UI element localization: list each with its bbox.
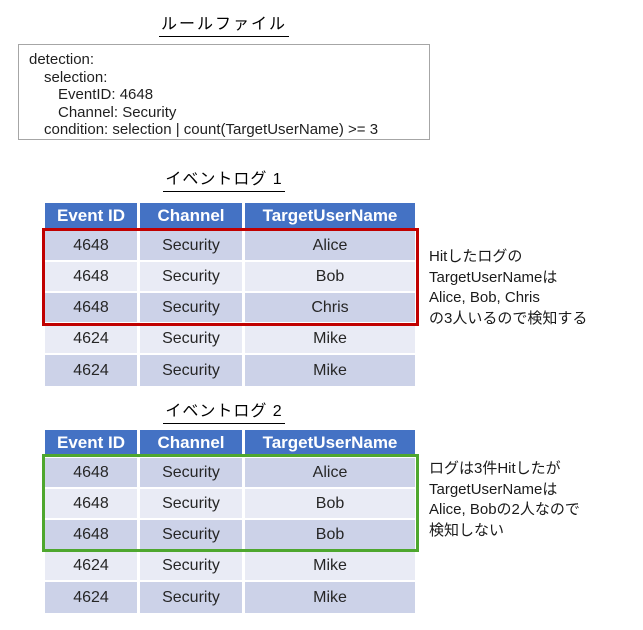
table-row: 4624 Security Mike (45, 324, 415, 355)
cell-channel: Security (140, 489, 245, 520)
annotation-line: Hitしたログの (429, 248, 523, 265)
cell-event-id: 4648 (45, 231, 140, 262)
cell-channel: Security (140, 231, 245, 262)
rule-file-box: detection: selection: EventID: 4648 Chan… (18, 44, 430, 140)
column-header-targetusername: TargetUserName (245, 203, 415, 231)
cell-channel: Security (140, 582, 245, 613)
cell-event-id: 4624 (45, 582, 140, 613)
cell-targetusername: Alice (245, 458, 415, 489)
cell-channel: Security (140, 551, 245, 582)
cell-event-id: 4648 (45, 458, 140, 489)
cell-targetusername: Mike (245, 582, 415, 613)
annotation-line: TargetUserNameは (429, 268, 558, 286)
cell-targetusername: Bob (245, 489, 415, 520)
cell-targetusername: Mike (245, 355, 415, 386)
event-log-2-title-text: イベントログ 2 (163, 397, 285, 424)
rule-file-title-text: ルールファイル (158, 10, 289, 37)
annotation-line: の3人いるので検知する (429, 309, 588, 327)
cell-targetusername: Mike (245, 551, 415, 582)
rule-line: EventID: 4648 (58, 86, 154, 103)
cell-event-id: 4624 (45, 324, 140, 355)
cell-targetusername: Chris (245, 293, 415, 324)
rule-line: detection: (29, 51, 95, 68)
event-log-2-annotation: ログは3件Hitしたが TargetUserNameは Alice, Bobの2… (429, 459, 641, 541)
cell-channel: Security (140, 262, 245, 293)
table-row: 4624 Security Mike (45, 582, 415, 613)
cell-channel: Security (140, 355, 245, 386)
event-log-2-table: Event ID Channel TargetUserName 4648 Sec… (45, 430, 415, 613)
column-header-channel: Channel (140, 430, 245, 458)
table-header-row: Event ID Channel TargetUserName (45, 203, 415, 231)
cell-event-id: 4624 (45, 551, 140, 582)
cell-event-id: 4624 (45, 355, 140, 386)
table-header-row: Event ID Channel TargetUserName (45, 430, 415, 458)
cell-targetusername: Mike (245, 324, 415, 355)
hit-highlight-box-green (42, 454, 419, 552)
annotation-line: Alice, Bobの2人なので (429, 501, 580, 518)
cell-channel: Security (140, 324, 245, 355)
rule-file-title: ルールファイル (18, 10, 430, 37)
cell-targetusername: Alice (245, 231, 415, 262)
event-log-1-title-text: イベントログ 1 (163, 165, 285, 192)
annotation-line: Alice, Bob, Chris (429, 289, 540, 306)
table-row: 4648 Security Bob (45, 489, 415, 520)
table-row: 4624 Security Mike (45, 551, 415, 582)
event-log-1-title: イベントログ 1 (18, 165, 430, 192)
column-header-event-id: Event ID (45, 203, 140, 231)
table-row: 4648 Security Alice (45, 231, 415, 262)
hit-highlight-box-red (42, 228, 419, 326)
cell-event-id: 4648 (45, 262, 140, 293)
cell-targetusername: Bob (245, 262, 415, 293)
rule-line: Channel: Security (58, 103, 177, 121)
event-log-2-title: イベントログ 2 (18, 397, 430, 424)
column-header-channel: Channel (140, 203, 245, 231)
cell-channel: Security (140, 458, 245, 489)
event-log-1-annotation: Hitしたログの TargetUserNameは Alice, Bob, Chr… (429, 247, 641, 329)
cell-channel: Security (140, 293, 245, 324)
rule-line: selection: (44, 68, 108, 86)
annotation-line: 検知しない (429, 521, 505, 539)
rule-line: condition: selection | count(TargetUserN… (44, 121, 379, 138)
cell-event-id: 4648 (45, 489, 140, 520)
column-header-targetusername: TargetUserName (245, 430, 415, 458)
table-row: 4624 Security Mike (45, 355, 415, 386)
annotation-line: TargetUserNameは (429, 480, 558, 498)
column-header-event-id: Event ID (45, 430, 140, 458)
annotation-line: ログは3件Hitしたが (429, 460, 561, 477)
table-row: 4648 Security Alice (45, 458, 415, 489)
table-row: 4648 Security Bob (45, 262, 415, 293)
